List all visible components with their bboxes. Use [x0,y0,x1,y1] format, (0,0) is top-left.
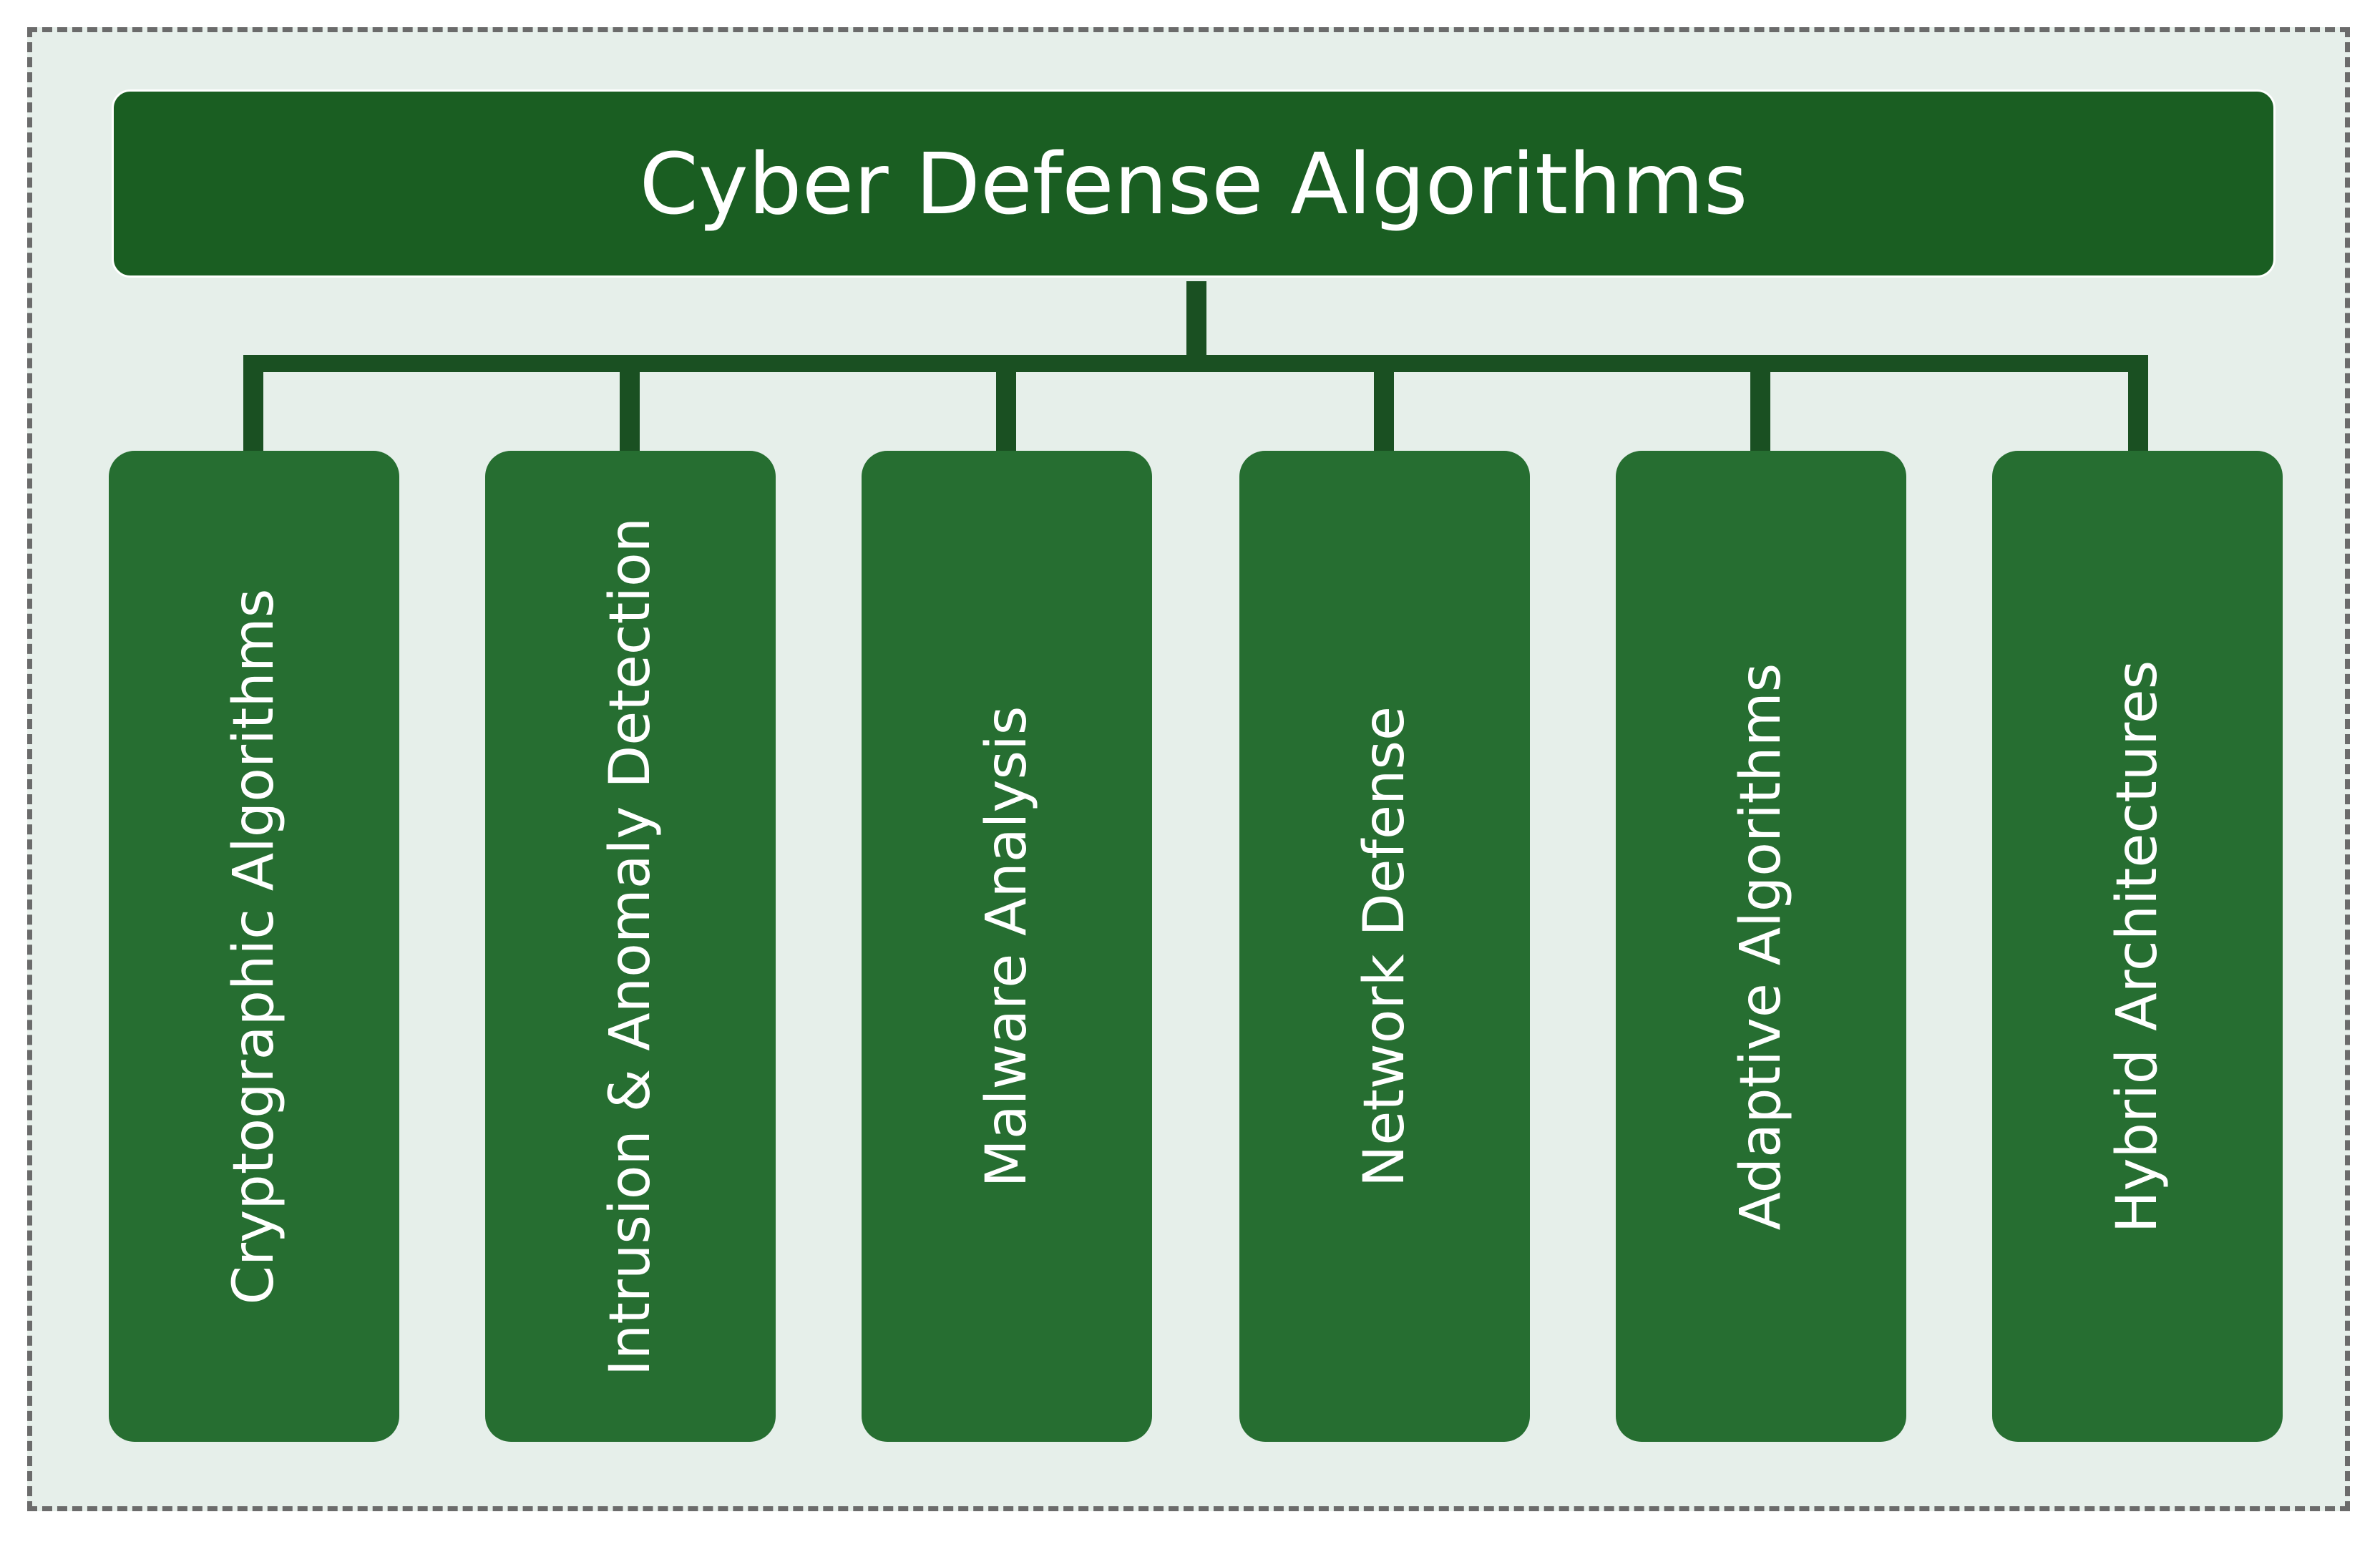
connector-drop-2 [620,355,640,454]
child-label: Cryptographic Algorithms [222,588,286,1304]
child-label: Adaptive Algorithms [1729,663,1793,1230]
connector-drop-5 [1750,355,1770,454]
root-node: Cyber Defense Algorithms [112,89,2276,278]
child-label: Network Defense [1352,706,1417,1187]
child-node-network-defense: Network Defense [1239,451,1530,1442]
child-node-malware-analysis: Malware Analysis [862,451,1152,1442]
child-node-hybrid-architectures: Hybrid Architectures [1992,451,2283,1442]
connector-drop-4 [1374,355,1394,454]
child-node-adaptive-algorithms: Adaptive Algorithms [1616,451,1906,1442]
connector-drop-6 [2128,355,2148,454]
connector-drop-1 [243,355,263,454]
connector-root-stem [1186,281,1206,363]
child-label: Malware Analysis [975,706,1039,1187]
child-label: Intrusion & Anomaly Detection [598,517,663,1376]
child-node-intrusion-anomaly-detection: Intrusion & Anomaly Detection [485,451,776,1442]
child-label: Hybrid Architectures [2105,660,2170,1233]
connector-horizontal-bar [243,355,2148,372]
root-title: Cyber Defense Algorithms [639,134,1748,233]
child-node-cryptographic-algorithms: Cryptographic Algorithms [109,451,399,1442]
connector-drop-3 [996,355,1016,454]
